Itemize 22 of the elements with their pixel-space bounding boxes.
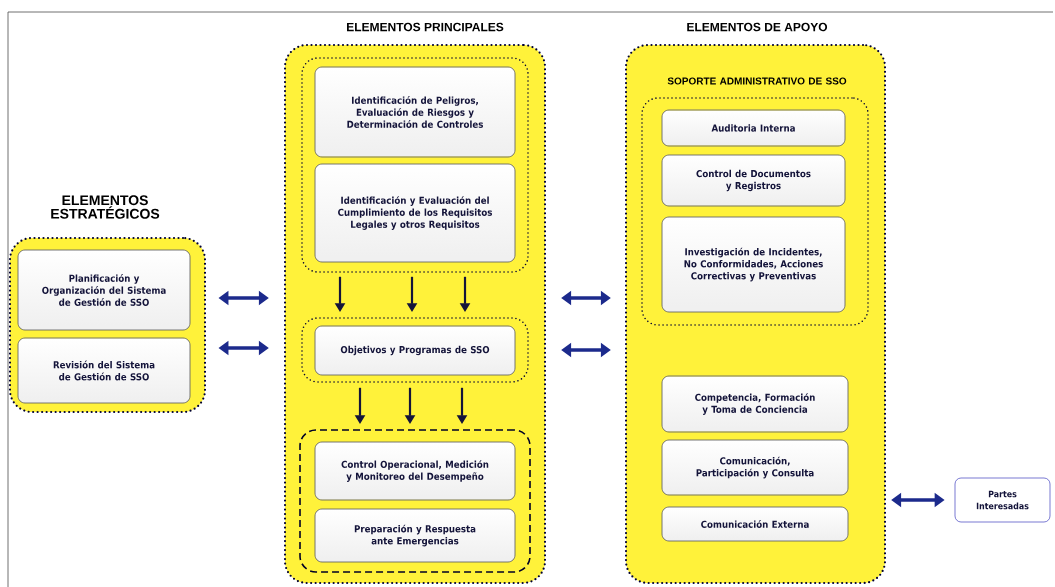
stakeholder-box: Partes Interesadas — [954, 477, 1051, 523]
group-heading: SOPORTE ADMINISTRATIVO DE SSO — [667, 77, 847, 85]
element-box: Competencia, Formación y Toma de Conciencia — [661, 375, 849, 433]
element-box: Identificación de Peligros, Evaluación de Riesgos y Determinación de Controles — [314, 66, 516, 158]
dashed-group-outline — [299, 429, 531, 573]
element-box: Comunicación Externa — [661, 506, 849, 542]
element-box: Comunicación, Participación y Consulta — [661, 439, 849, 496]
element-box: Control Operacional, Medición y Monitoreo del Desempeño — [314, 441, 516, 501]
dotted-group-outline — [641, 97, 869, 326]
dotted-group-outline — [301, 57, 529, 273]
element-box: Control de Documentos y Registros — [661, 154, 846, 207]
group-heading: ELEMENTOS ESTRATÉGICOS — [51, 195, 160, 219]
element-box: Identificación y Evaluación del Cumplimiento de los Requisitos Legales y otros Requisitos — [314, 163, 516, 263]
element-box: Auditoria Interna — [661, 109, 846, 147]
element-box: Objetivos y Programas de SSO — [314, 325, 516, 376]
dotted-group-outline — [301, 317, 529, 383]
group-heading: ELEMENTOS PRINCIPALES — [347, 22, 504, 32]
element-box: Investigación de Incidentes, No Conformidades, Acciones Correctivas y Preventivas — [661, 216, 846, 313]
element-box: Preparación y Respuesta ante Emergencias — [314, 508, 516, 563]
element-box: Revisión del Sistema de Gestión de SSO — [17, 337, 191, 404]
group-heading: ELEMENTOS DE APOYO — [687, 22, 828, 32]
element-box: Planificación y Organización del Sistema de Gestión de SSO — [17, 249, 191, 331]
